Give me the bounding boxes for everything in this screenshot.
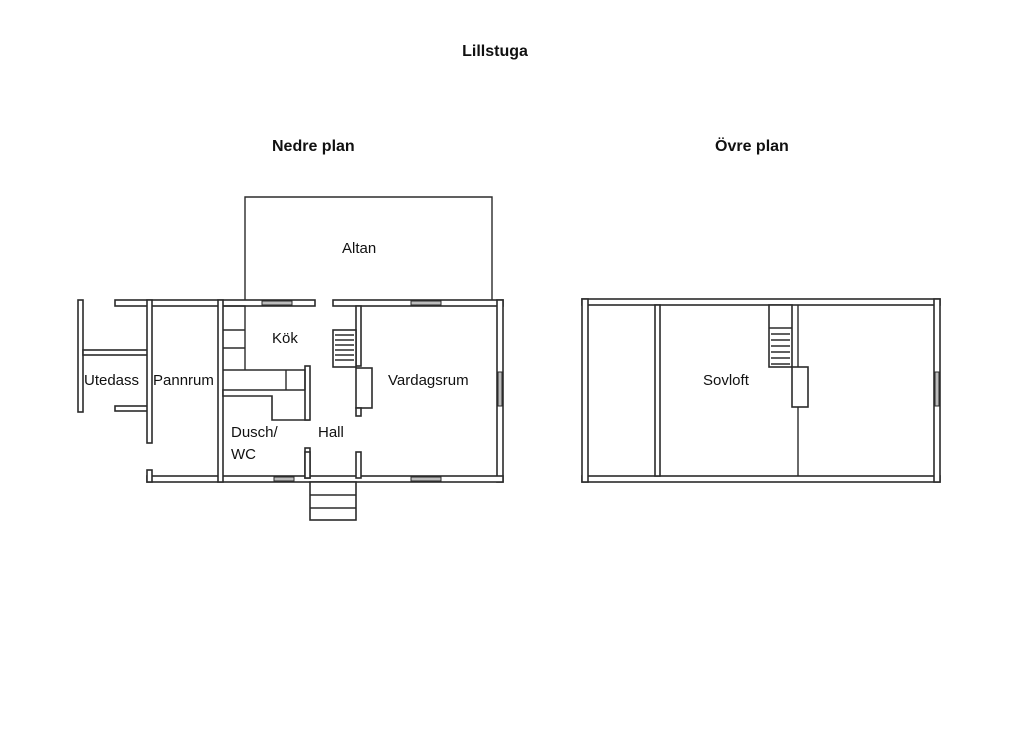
- room-label-altan: Altan: [342, 240, 376, 257]
- room-label-wc: WC: [231, 446, 256, 463]
- upper-floor-heading: Övre plan: [715, 138, 789, 155]
- pannrum-left-wall-upper: [146, 299, 153, 444]
- room-label-vardagsrum: Vardagsrum: [388, 372, 469, 389]
- entrance-step-lines: [310, 494, 356, 509]
- room-label-sovloft: Sovloft: [703, 372, 750, 389]
- top-wall-left: [114, 299, 316, 307]
- upper-floor-plan: Sovloft: [581, 298, 941, 483]
- upper-chimney: [791, 366, 809, 408]
- upper-stair-treads: [769, 327, 792, 365]
- window-living-right: [497, 371, 503, 407]
- hall-left-door-post: [304, 451, 311, 479]
- pannrum-left-wall-lower: [146, 469, 153, 483]
- window-living-top: [410, 300, 442, 306]
- room-label-hall: Hall: [318, 424, 344, 441]
- room-label-kok: Kök: [272, 330, 298, 347]
- upper-bottom-wall: [581, 475, 941, 483]
- fireplace: [355, 367, 373, 409]
- drawing-title: Lillstuga: [462, 43, 528, 60]
- entrance-steps: [309, 481, 357, 521]
- utedass-outer-wall: [77, 299, 84, 413]
- window-dusch-bottom: [273, 476, 295, 482]
- utedass-bottom-wall: [114, 405, 149, 412]
- upper-knee-wall: [654, 304, 661, 477]
- stair-treads: [335, 334, 354, 361]
- fireplace-flue: [355, 407, 362, 417]
- deck-outline: [244, 196, 493, 300]
- kitchen-partition-wall: [222, 389, 310, 421]
- room-label-dusch: Dusch/: [231, 424, 279, 441]
- lower-floor-plan: Altan Kök Vardagsrum Utedass Pannrum Dus…: [77, 196, 504, 521]
- living-room-left-wall-lower: [355, 451, 362, 479]
- room-label-pannrum: Pannrum: [153, 372, 214, 389]
- upper-left-wall: [581, 298, 589, 483]
- bottom-wall: [146, 475, 504, 483]
- window-kitchen-top: [261, 300, 293, 306]
- room-label-utedass: Utedass: [84, 372, 139, 389]
- utedass-top-wall: [82, 349, 149, 356]
- upper-window-right: [934, 371, 940, 407]
- window-living-bottom: [410, 476, 442, 482]
- dusch-right-wall: [304, 365, 311, 421]
- kitchen-counter: [223, 305, 306, 390]
- staircase: [332, 329, 357, 368]
- upper-top-wall: [581, 298, 941, 306]
- lower-floor-heading: Nedre plan: [272, 138, 355, 155]
